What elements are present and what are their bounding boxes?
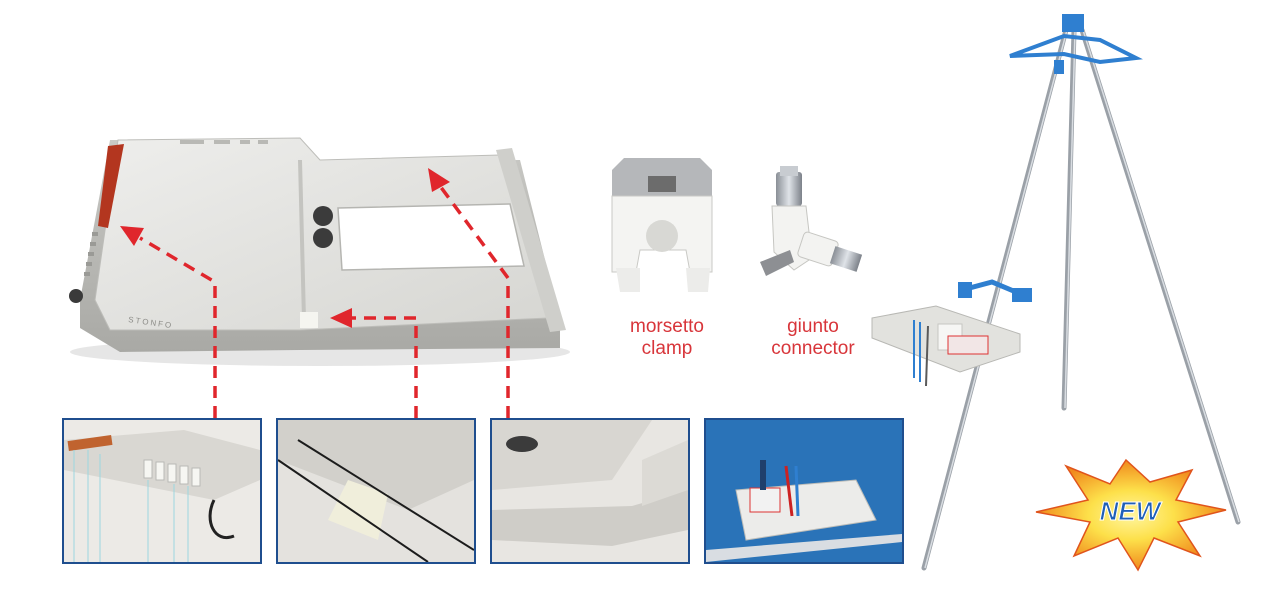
detail-4-image <box>706 420 902 562</box>
connector-label-english: connector <box>771 338 855 359</box>
detail-1-image <box>64 420 260 562</box>
detail-frame-line-groove <box>276 418 476 564</box>
clamp-label-english: clamp <box>641 338 693 359</box>
clamp-image <box>611 158 713 292</box>
arrow-heads <box>120 168 450 328</box>
detail-frame-in-use <box>704 418 904 564</box>
connector-label-italian: giunto <box>787 316 839 337</box>
detail-frame-corner <box>490 418 690 564</box>
tripod-image <box>871 14 1241 571</box>
connector-label: giunto connector <box>748 316 878 360</box>
clamp-label: morsetto clamp <box>612 316 722 360</box>
detail-2-image <box>278 420 474 562</box>
tray-image: STONFO <box>69 137 570 366</box>
clamp-label-italian: morsetto <box>630 316 704 337</box>
new-burst-badge: NEW <box>1035 458 1227 572</box>
callout-arrows <box>139 184 510 418</box>
connector-image <box>760 166 863 276</box>
new-badge-text: NEW <box>1100 496 1163 526</box>
detail-frame-rod-holders <box>62 418 262 564</box>
detail-3-image <box>492 420 688 562</box>
